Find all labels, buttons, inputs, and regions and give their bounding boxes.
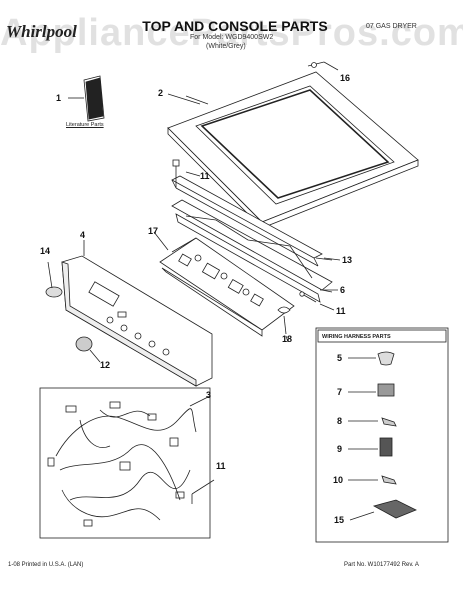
control-board: [159, 237, 295, 337]
callout-14: 14: [40, 246, 51, 256]
callout-9: 9: [337, 444, 343, 454]
callout-11-right: 11: [336, 306, 346, 316]
callout-2: 2: [158, 88, 164, 98]
callout-1: 1: [56, 93, 62, 103]
callout-18: 18: [282, 334, 293, 344]
model-color: (White/Grey): [206, 43, 246, 50]
harness-box: [39, 387, 211, 539]
clip-18: [277, 306, 291, 335]
product-type: 07 GAS DRYER: [366, 23, 417, 30]
callout-11-lower: 11: [216, 461, 226, 471]
callout-3: 3: [206, 390, 212, 400]
knob-12: [75, 336, 101, 363]
footer-part-number: Part No. W10177492 Rev. A: [344, 562, 419, 568]
callout-4: 4: [80, 230, 86, 240]
callout-12: 12: [100, 360, 111, 370]
console-panel: [61, 240, 213, 387]
callout-7: 7: [337, 387, 343, 397]
wiring-parts-title: WIRING HARNESS PARTS: [322, 334, 391, 340]
screw-11-right: [299, 291, 317, 303]
callout-5: 5: [337, 353, 343, 363]
screw-16: [307, 61, 339, 71]
callout-8: 8: [337, 416, 343, 426]
model-number: For Model: WGD9400SW2: [190, 34, 274, 41]
console-frame: [171, 199, 333, 303]
callout-17: 17: [148, 226, 159, 236]
brand-logo: Whirlpool: [6, 22, 77, 41]
callout-6: 6: [340, 285, 346, 295]
screw-11-lower: [191, 479, 215, 504]
watermark: AppliancePartsPros.com: [0, 12, 463, 54]
top-panel: [167, 71, 419, 229]
callout-15: 15: [334, 515, 345, 525]
literature-booklet: [68, 75, 105, 122]
callout-16: 16: [340, 73, 351, 83]
literature-label: Literature Parts: [66, 122, 104, 128]
screw-11-top: [172, 159, 180, 188]
callout-10: 10: [333, 475, 344, 485]
knob-14: [45, 261, 63, 298]
page-title: TOP AND CONSOLE PARTS: [142, 18, 328, 34]
callout-13: 13: [342, 255, 353, 265]
callout-11-top: 11: [200, 171, 210, 181]
wiring-parts-panel: [315, 327, 449, 543]
footer-printed: 1-08 Printed in U.S.A. (LAN): [8, 562, 84, 568]
